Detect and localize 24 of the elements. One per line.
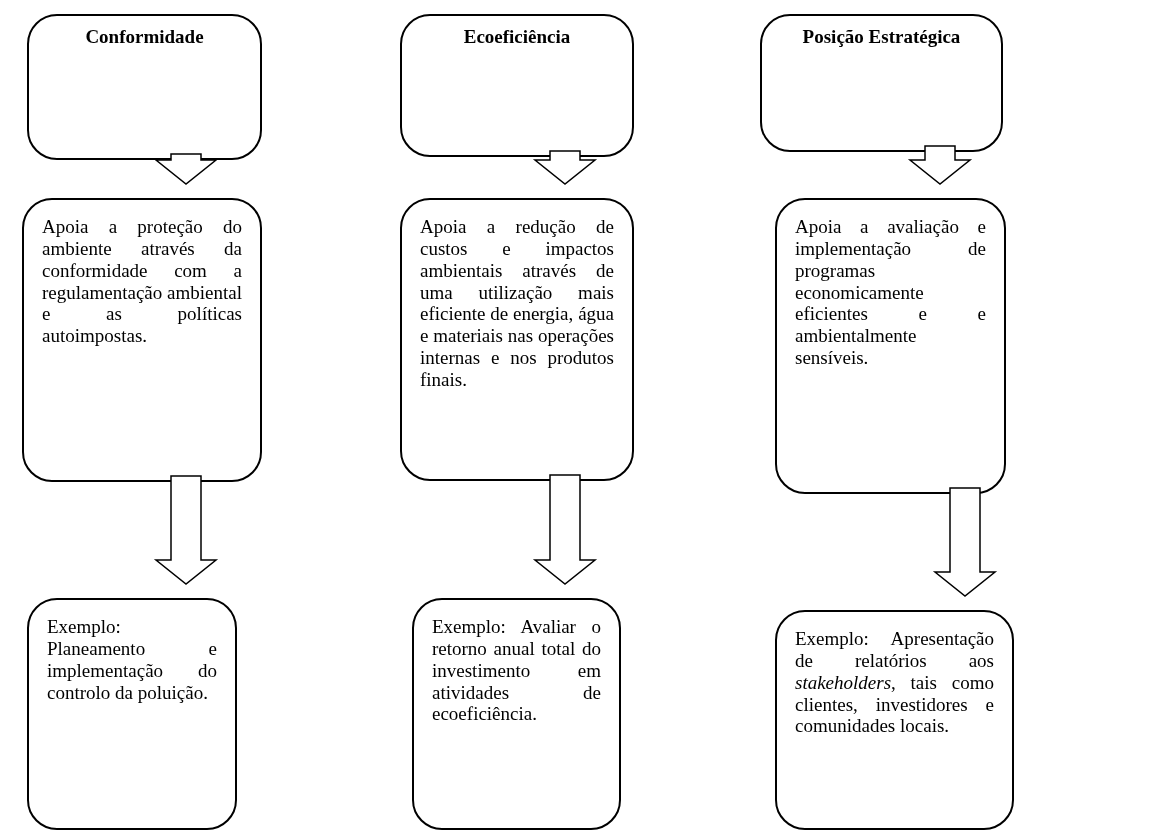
rounded-box [27, 598, 237, 830]
box-text: Exemplo: Avaliar o retorno anual total do investimento em atividades de ecoeficiência. [432, 616, 601, 726]
rounded-box [775, 610, 1014, 830]
hollow-arrow [932, 487, 998, 597]
header-box [760, 14, 1003, 152]
hollow-arrow [532, 150, 598, 185]
rounded-box [775, 198, 1006, 494]
hollow-arrow [532, 474, 598, 585]
box-title: Conformidade [84, 26, 205, 48]
box-text: Exemplo: Planeamento e implementação do controlo da poluição. [47, 616, 217, 704]
box-text: Exemplo: Apresentação de relatórios aos stakeholders, tais como clientes, investidores e comunidades locais. [795, 628, 994, 738]
rounded-box [412, 598, 621, 830]
box-title: Ecoeficiência [462, 26, 572, 48]
hollow-arrow [907, 145, 973, 185]
header-box [400, 14, 634, 157]
box-title: Posição Estratégica [801, 26, 962, 48]
hollow-arrow [153, 153, 219, 185]
header-box [27, 14, 262, 160]
box-text: Apoia a avaliação e implementação de programas economicamente eficientes e e ambientalmente sensíveis. [795, 216, 986, 369]
box-text: Apoia a redução de custos e impactos ambientais através de uma utilização mais eficiente de energia, água e materiais nas operações internas e nos produtos finais. [420, 216, 614, 391]
hollow-arrow [153, 475, 219, 585]
rounded-box [400, 198, 634, 481]
rounded-box [22, 198, 262, 482]
box-text: Apoia a proteção do ambiente através da conformidade com a regulamentação ambiental e as políticas autoimpostas. [42, 216, 242, 348]
